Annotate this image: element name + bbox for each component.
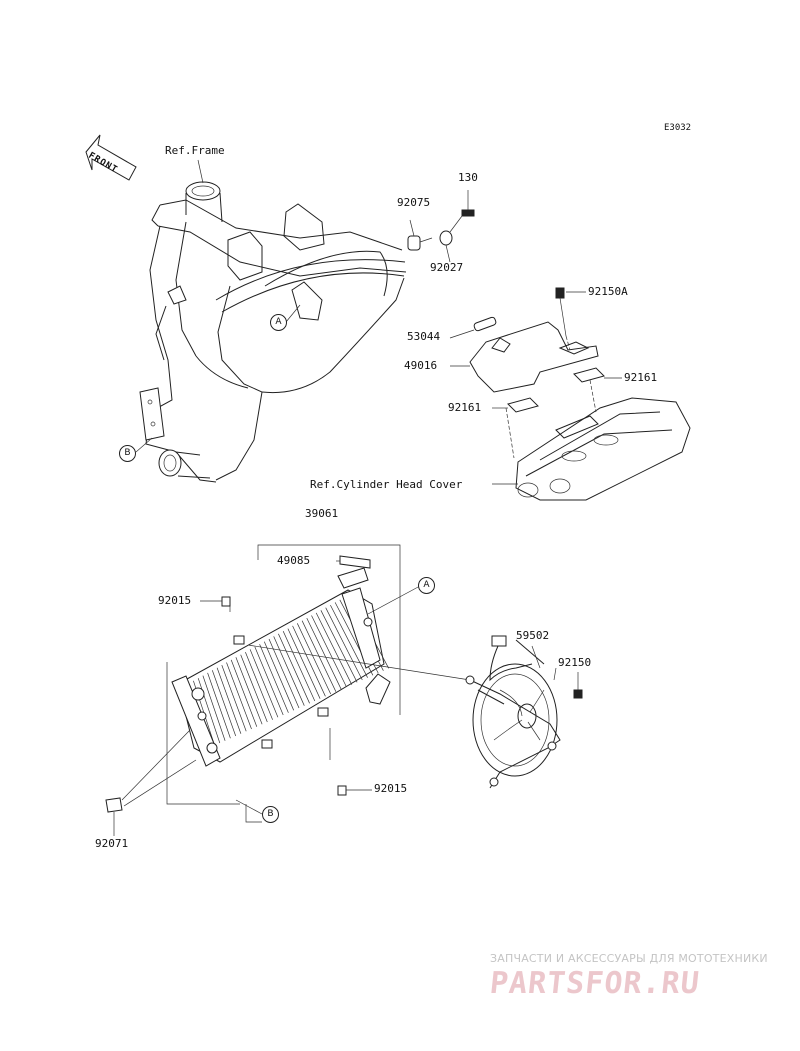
- part-49085-drawing: [336, 555, 371, 569]
- part-92150-label: 92150: [558, 656, 592, 669]
- radiator-fin: [315, 612, 353, 685]
- part-92027-label: 92027: [430, 261, 464, 274]
- radiator-fin: [263, 641, 295, 711]
- diagram-code: E3032: [664, 123, 692, 133]
- radiator-fin: [226, 662, 252, 730]
- radiator-fin: [240, 654, 268, 723]
- radiator-fin: [278, 633, 310, 704]
- radiator-fin: [320, 610, 358, 683]
- part-59502-label: 59502: [516, 629, 550, 642]
- callout-b-radiator: B: [262, 806, 279, 823]
- leader-lines-cover: [505, 335, 597, 459]
- part-53044-drawing: [449, 316, 497, 339]
- radiator-fin: [221, 664, 247, 732]
- radiator-fin: [230, 659, 258, 727]
- part-92071-label: 92071: [95, 837, 129, 850]
- part-92161-left-label: 92161: [448, 401, 482, 414]
- watermark-caption: ЗАПЧАСТИ И АКСЕССУАРЫ ДЛЯ МОТОТЕХНИКИ: [490, 952, 768, 965]
- ref-cylinder-head-cover-label: Ref.Cylinder Head Cover: [310, 478, 463, 491]
- radiator-fin: [306, 617, 342, 690]
- part-130-drawing: [449, 190, 475, 233]
- part-92150A-drawing: [555, 287, 586, 337]
- radiator-fin: [249, 649, 279, 718]
- radiator-fin: [292, 625, 326, 697]
- radiator-fin: [216, 667, 242, 734]
- radiator-fin: [296, 623, 332, 695]
- radiator-fin: [254, 646, 284, 716]
- front-arrow-icon: [85, 134, 137, 181]
- radiator-bracket-lines: [166, 544, 401, 823]
- callout-b-frame: B: [119, 445, 136, 462]
- part-92161-drawing: [492, 367, 622, 413]
- radiator-fin: [287, 628, 321, 699]
- part-92027-drawing: [419, 230, 453, 263]
- radiator-drawing: [171, 567, 391, 767]
- cylinder-head-cover-drawing: [492, 397, 691, 501]
- fan-assembly-drawing: [465, 635, 583, 789]
- radiator-fin: [282, 631, 316, 702]
- part-49016-drawing: [450, 321, 599, 393]
- radiator-fin: [273, 636, 305, 706]
- radiator-fin: [325, 607, 363, 681]
- part-92075-label: 92075: [397, 196, 431, 209]
- part-49085-label: 49085: [277, 554, 311, 567]
- part-130-label: 130: [458, 171, 478, 184]
- part-39061-label: 39061: [305, 507, 339, 520]
- radiator-fin: [207, 672, 231, 739]
- frame-illustration: [139, 181, 407, 483]
- radiator-fin: [202, 675, 226, 741]
- ref-frame-label: Ref.Frame: [165, 144, 225, 157]
- part-92015-clips: [200, 596, 372, 796]
- radiator-fin: [235, 657, 263, 725]
- part-92075-drawing: [407, 219, 421, 251]
- radiator-fin: [211, 670, 237, 737]
- radiator-fin: [268, 638, 300, 709]
- part-53044-label: 53044: [407, 330, 441, 343]
- part-92071-drawing: [105, 729, 197, 836]
- radiator-fin: [259, 644, 289, 713]
- part-49016-label: 49016: [404, 359, 438, 372]
- radiator-fin: [330, 604, 368, 678]
- part-92015-bottom-label: 92015: [374, 782, 408, 795]
- callout-a-radiator: A: [418, 577, 435, 594]
- part-92015-top-label: 92015: [158, 594, 192, 607]
- radiator-fin: [245, 651, 273, 720]
- callout-a-frame: A: [270, 314, 287, 331]
- radiator-fin: [311, 615, 347, 688]
- part-92150A-label: 92150A: [588, 285, 628, 298]
- part-92161-right-label: 92161: [624, 371, 658, 384]
- watermark-logo: PARTSFOR.RU: [488, 966, 702, 1001]
